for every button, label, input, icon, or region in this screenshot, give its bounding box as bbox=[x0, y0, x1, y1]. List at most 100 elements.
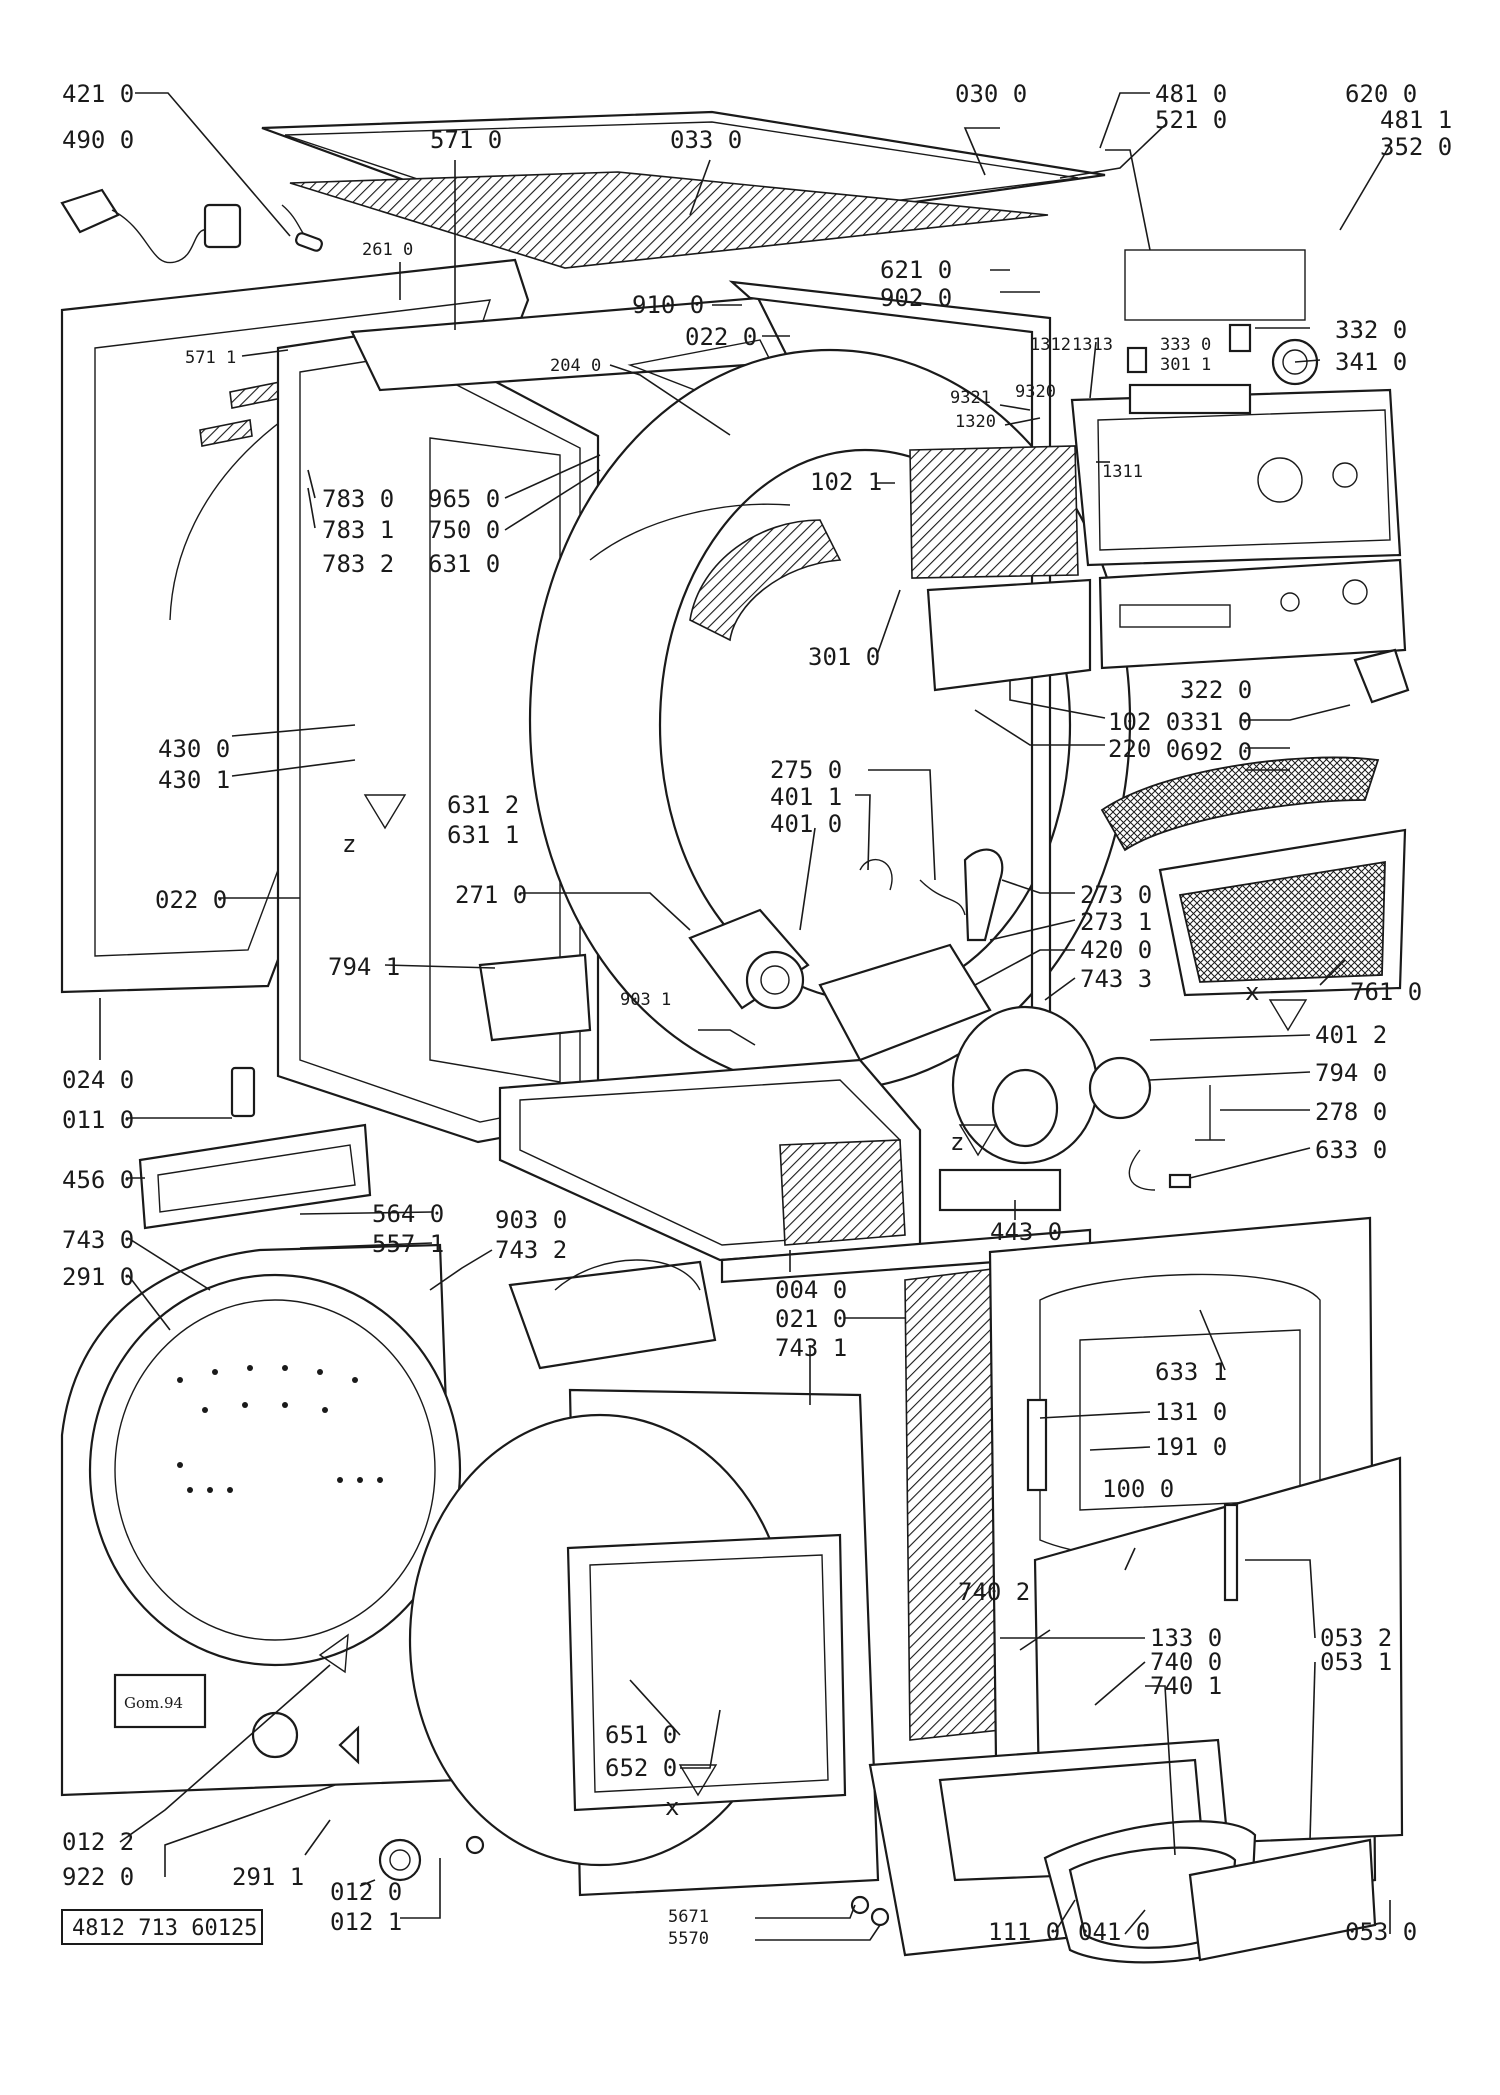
part-label: 481 1 bbox=[1380, 106, 1452, 134]
part-labels: 421 0 490 0 571 0 030 0 033 0 481 0 521 … bbox=[62, 80, 1452, 1949]
part-label: 783 0 bbox=[322, 485, 394, 513]
part-label: 740 1 bbox=[1150, 1672, 1222, 1700]
part-label: 443 0 bbox=[990, 1218, 1062, 1246]
view-markers: z z x x bbox=[338, 794, 1308, 1821]
rear-drum-wall: Gom.94 bbox=[60, 1243, 462, 1797]
part-label: 102 0 bbox=[1108, 708, 1180, 736]
part-label: 275 0 bbox=[770, 756, 842, 784]
part-label: 481 0 bbox=[1155, 80, 1227, 108]
part-label: 291 1 bbox=[232, 1863, 304, 1891]
part-label: 761 0 bbox=[1350, 978, 1422, 1006]
part-label: 291 0 bbox=[62, 1263, 134, 1291]
part-label: 631 0 bbox=[428, 550, 500, 578]
part-label: 131 0 bbox=[1155, 1398, 1227, 1426]
part-label: 922 0 bbox=[62, 1863, 134, 1891]
part-label: 261 0 bbox=[362, 240, 413, 260]
part-label: 430 0 bbox=[158, 735, 230, 763]
part-label: 401 1 bbox=[770, 783, 842, 811]
part-label: 420 0 bbox=[1080, 936, 1152, 964]
part-label: 490 0 bbox=[62, 126, 134, 154]
part-label: 204 0 bbox=[550, 356, 601, 376]
document-number-text: 4812 713 60125 bbox=[72, 1916, 257, 1941]
part-label: 794 1 bbox=[328, 953, 400, 981]
part-label: 902 0 bbox=[880, 284, 952, 312]
part-label: 794 0 bbox=[1315, 1059, 1387, 1087]
small-hardware bbox=[318, 1633, 890, 1927]
part-label: 1312 bbox=[1030, 335, 1071, 355]
part-label: 012 2 bbox=[62, 1828, 134, 1856]
part-label: 620 0 bbox=[1345, 80, 1417, 108]
part-label: 571 0 bbox=[430, 126, 502, 154]
part-label: 024 0 bbox=[62, 1066, 134, 1094]
part-label: 521 0 bbox=[1155, 106, 1227, 134]
part-label: 332 0 bbox=[1335, 316, 1407, 344]
part-label: 783 1 bbox=[322, 516, 394, 544]
part-label: 633 0 bbox=[1315, 1136, 1387, 1164]
part-label: 743 2 bbox=[495, 1236, 567, 1264]
part-label: 352 0 bbox=[1380, 133, 1452, 161]
part-label: 053 2 bbox=[1320, 1624, 1392, 1652]
part-label: 651 0 bbox=[605, 1721, 677, 1749]
part-label: 053 0 bbox=[1345, 1918, 1417, 1946]
cabinet-frame bbox=[276, 296, 792, 1144]
part-label: 621 0 bbox=[880, 256, 952, 284]
part-label: 903 0 bbox=[495, 1206, 567, 1234]
part-label: 102 1 bbox=[810, 468, 882, 496]
part-label: 783 2 bbox=[322, 550, 394, 578]
document-number: 4812 713 60125 bbox=[61, 1909, 263, 1945]
top-cover bbox=[261, 110, 1106, 269]
air-duct-base bbox=[478, 953, 1092, 1284]
part-label: 004 0 bbox=[775, 1276, 847, 1304]
part-label: 557 1 bbox=[372, 1230, 444, 1258]
part-label: 750 0 bbox=[428, 516, 500, 544]
parts-illustration: Gom.94 bbox=[60, 110, 1410, 1964]
view-marker: z bbox=[342, 830, 356, 858]
part-label: 301 1 bbox=[1160, 355, 1211, 375]
part-label: 022 0 bbox=[685, 323, 757, 351]
part-label: 421 0 bbox=[62, 80, 134, 108]
seal-and-sensors bbox=[1088, 1056, 1225, 1191]
part-label: 910 0 bbox=[632, 291, 704, 319]
part-label: 271 0 bbox=[455, 881, 527, 909]
part-label: 1320 bbox=[955, 412, 996, 432]
part-label: 740 0 bbox=[1150, 1648, 1222, 1676]
part-label: 5570 bbox=[668, 1929, 709, 1949]
part-label: 133 0 bbox=[1150, 1624, 1222, 1652]
part-label: 9321 bbox=[950, 388, 991, 408]
part-label: 220 0 bbox=[1108, 735, 1180, 763]
leader-lines bbox=[99, 92, 1391, 1941]
part-label: 571 1 bbox=[185, 348, 236, 368]
part-label: 021 0 bbox=[775, 1305, 847, 1333]
part-label: 1311 bbox=[1102, 462, 1143, 482]
part-label: 341 0 bbox=[1335, 348, 1407, 376]
part-label: 9320 bbox=[1015, 382, 1056, 402]
part-label: 011 0 bbox=[62, 1106, 134, 1134]
part-label: 5671 bbox=[668, 1907, 709, 1927]
part-label: 100 0 bbox=[1102, 1475, 1174, 1503]
feet-and-kickbar bbox=[138, 1066, 372, 1230]
part-label: 331 0 bbox=[1180, 708, 1252, 736]
part-label: 743 1 bbox=[775, 1334, 847, 1362]
part-label: 273 0 bbox=[1080, 881, 1152, 909]
part-label: 743 0 bbox=[62, 1226, 134, 1254]
part-label: 033 0 bbox=[670, 126, 742, 154]
part-label: 012 0 bbox=[330, 1878, 402, 1906]
part-label: 401 2 bbox=[1315, 1021, 1387, 1049]
view-marker: z bbox=[950, 1128, 964, 1156]
front-frame bbox=[378, 1388, 880, 1897]
part-label: 965 0 bbox=[428, 485, 500, 513]
part-label: 631 1 bbox=[447, 821, 519, 849]
part-label: 191 0 bbox=[1155, 1433, 1227, 1461]
power-plug-and-cable bbox=[60, 188, 323, 264]
part-label: 273 1 bbox=[1080, 908, 1152, 936]
part-label: 012 1 bbox=[330, 1908, 402, 1936]
part-label: 743 3 bbox=[1080, 965, 1152, 993]
part-label: 041 0 bbox=[1078, 1918, 1150, 1946]
part-label: 278 0 bbox=[1315, 1098, 1387, 1126]
part-label: 692 0 bbox=[1180, 738, 1252, 766]
part-label: 430 1 bbox=[158, 766, 230, 794]
fascia-panel bbox=[926, 558, 1407, 692]
part-label: 053 1 bbox=[1320, 1648, 1392, 1676]
